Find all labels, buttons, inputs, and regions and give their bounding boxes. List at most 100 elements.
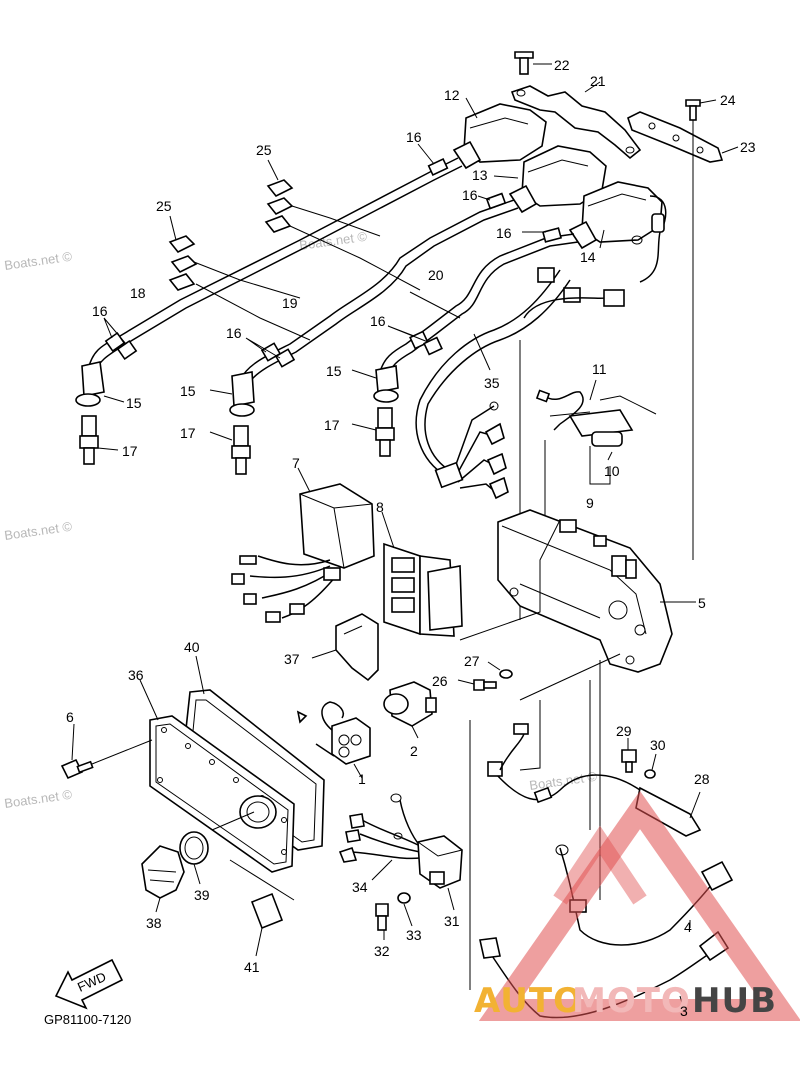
callout-18: 18 (130, 285, 146, 301)
callout-27: 27 (464, 653, 480, 669)
spark-plug-17-mid (231, 425, 251, 475)
callout-38: 38 (146, 915, 162, 931)
callout-21: 21 (590, 73, 606, 89)
washer-33 (397, 892, 411, 904)
bracket-37 (335, 613, 379, 682)
callout-17-a: 17 (122, 443, 138, 459)
callout-37: 37 (284, 651, 300, 667)
callout-15-a: 15 (126, 395, 142, 411)
callout-30: 30 (650, 737, 666, 753)
ignition-coil-13 (508, 145, 607, 214)
switch-2 (383, 681, 437, 727)
clamp-25-lower (168, 235, 198, 291)
callout-31: 31 (444, 913, 460, 929)
spark-plug-17-right (375, 407, 395, 457)
ignition-coil-14 (568, 181, 667, 283)
callout-7: 7 (292, 455, 300, 471)
callout-11: 11 (592, 361, 607, 377)
callout-39: 39 (194, 887, 210, 903)
callout-10: 10 (604, 463, 620, 479)
callout-16-d: 16 (92, 303, 108, 319)
watermark-2: Boats.net © (3, 519, 73, 543)
washer-30 (644, 769, 656, 779)
fwd-arrow: FWD (54, 958, 124, 1010)
cap-38 (141, 845, 185, 899)
callout-20: 20 (428, 267, 444, 283)
bolt-32 (375, 903, 389, 931)
callout-12: 12 (444, 87, 460, 103)
electrical-box-5 (497, 509, 673, 673)
callout-15-c: 15 (326, 363, 342, 379)
washer-27 (499, 669, 513, 679)
callout-17-b: 17 (180, 425, 196, 441)
callout-16-e: 16 (226, 325, 242, 341)
high-tension-cord-20 (379, 233, 575, 373)
bolt-22 (514, 51, 534, 75)
harness-34 (338, 793, 421, 863)
callout-5: 5 (698, 595, 706, 611)
callout-17-c: 17 (324, 417, 340, 433)
logo-hub: HUB (692, 981, 777, 1021)
bolt-24 (685, 99, 701, 121)
cdi-unit-7 (231, 483, 375, 623)
wire-harness-35 (415, 267, 625, 500)
callout-6: 6 (66, 709, 74, 725)
callout-labels: 22 21 24 23 12 13 14 16 16 16 16 16 16 2… (66, 57, 756, 1019)
clamp-25-upper (264, 179, 294, 233)
callout-3: 3 (680, 1003, 688, 1019)
callout-8: 8 (376, 499, 384, 515)
spark-plug-17-left (79, 415, 99, 465)
rectifier-regulator-8 (383, 542, 463, 637)
callout-16-f: 16 (370, 313, 386, 329)
bracket-21 (510, 85, 642, 160)
bolt-26 (473, 679, 497, 691)
callout-35: 35 (484, 375, 500, 391)
bolt-29 (621, 749, 637, 773)
callout-16-a: 16 (406, 129, 422, 145)
callout-22: 22 (554, 57, 570, 73)
callout-34: 34 (352, 879, 368, 895)
callout-28: 28 (694, 771, 710, 787)
logo-auto: AUTO (474, 981, 583, 1021)
callout-36: 36 (128, 667, 144, 683)
callout-25-b: 25 (156, 198, 172, 214)
callout-16-b: 16 (462, 187, 478, 203)
label-41 (229, 859, 295, 930)
plug-cap-15-mid (229, 371, 255, 417)
plug-cap-15-right (373, 365, 399, 403)
callout-41: 41 (244, 959, 260, 975)
callout-40: 40 (184, 639, 200, 655)
plug-cap-15-left (75, 361, 105, 407)
callout-1: 1 (358, 771, 366, 787)
watermark-5: Boats.net © (528, 769, 598, 793)
callout-32: 32 (374, 943, 390, 959)
callout-15-b: 15 (180, 383, 196, 399)
watermark-3: Boats.net © (3, 787, 73, 811)
high-tension-cord-19 (239, 199, 515, 381)
callout-24: 24 (720, 92, 736, 108)
callout-25-a: 25 (256, 142, 272, 158)
bracket-23 (627, 111, 724, 163)
cable-28 (487, 723, 702, 837)
watermark-1: Boats.net © (3, 249, 73, 273)
callout-4: 4 (684, 919, 692, 935)
bolt-6 (60, 758, 94, 780)
callout-29: 29 (616, 723, 632, 739)
callout-14: 14 (580, 249, 596, 265)
starter-switch-1 (296, 701, 371, 765)
callout-9: 9 (586, 495, 594, 511)
callout-33: 33 (406, 927, 422, 943)
callout-2: 2 (410, 743, 418, 759)
callout-26: 26 (432, 673, 448, 689)
callout-23: 23 (740, 139, 756, 155)
diagram-code: GP81100-7120 (44, 1012, 131, 1027)
callout-19: 19 (282, 295, 298, 311)
callout-16-c: 16 (496, 225, 512, 241)
junction-box-31 (417, 835, 463, 889)
ignition-coil-12 (452, 103, 547, 170)
logo-moto: MOTO (572, 981, 691, 1021)
cover-36 (149, 715, 295, 873)
grommets-16 (104, 158, 563, 368)
callout-13: 13 (472, 167, 488, 183)
